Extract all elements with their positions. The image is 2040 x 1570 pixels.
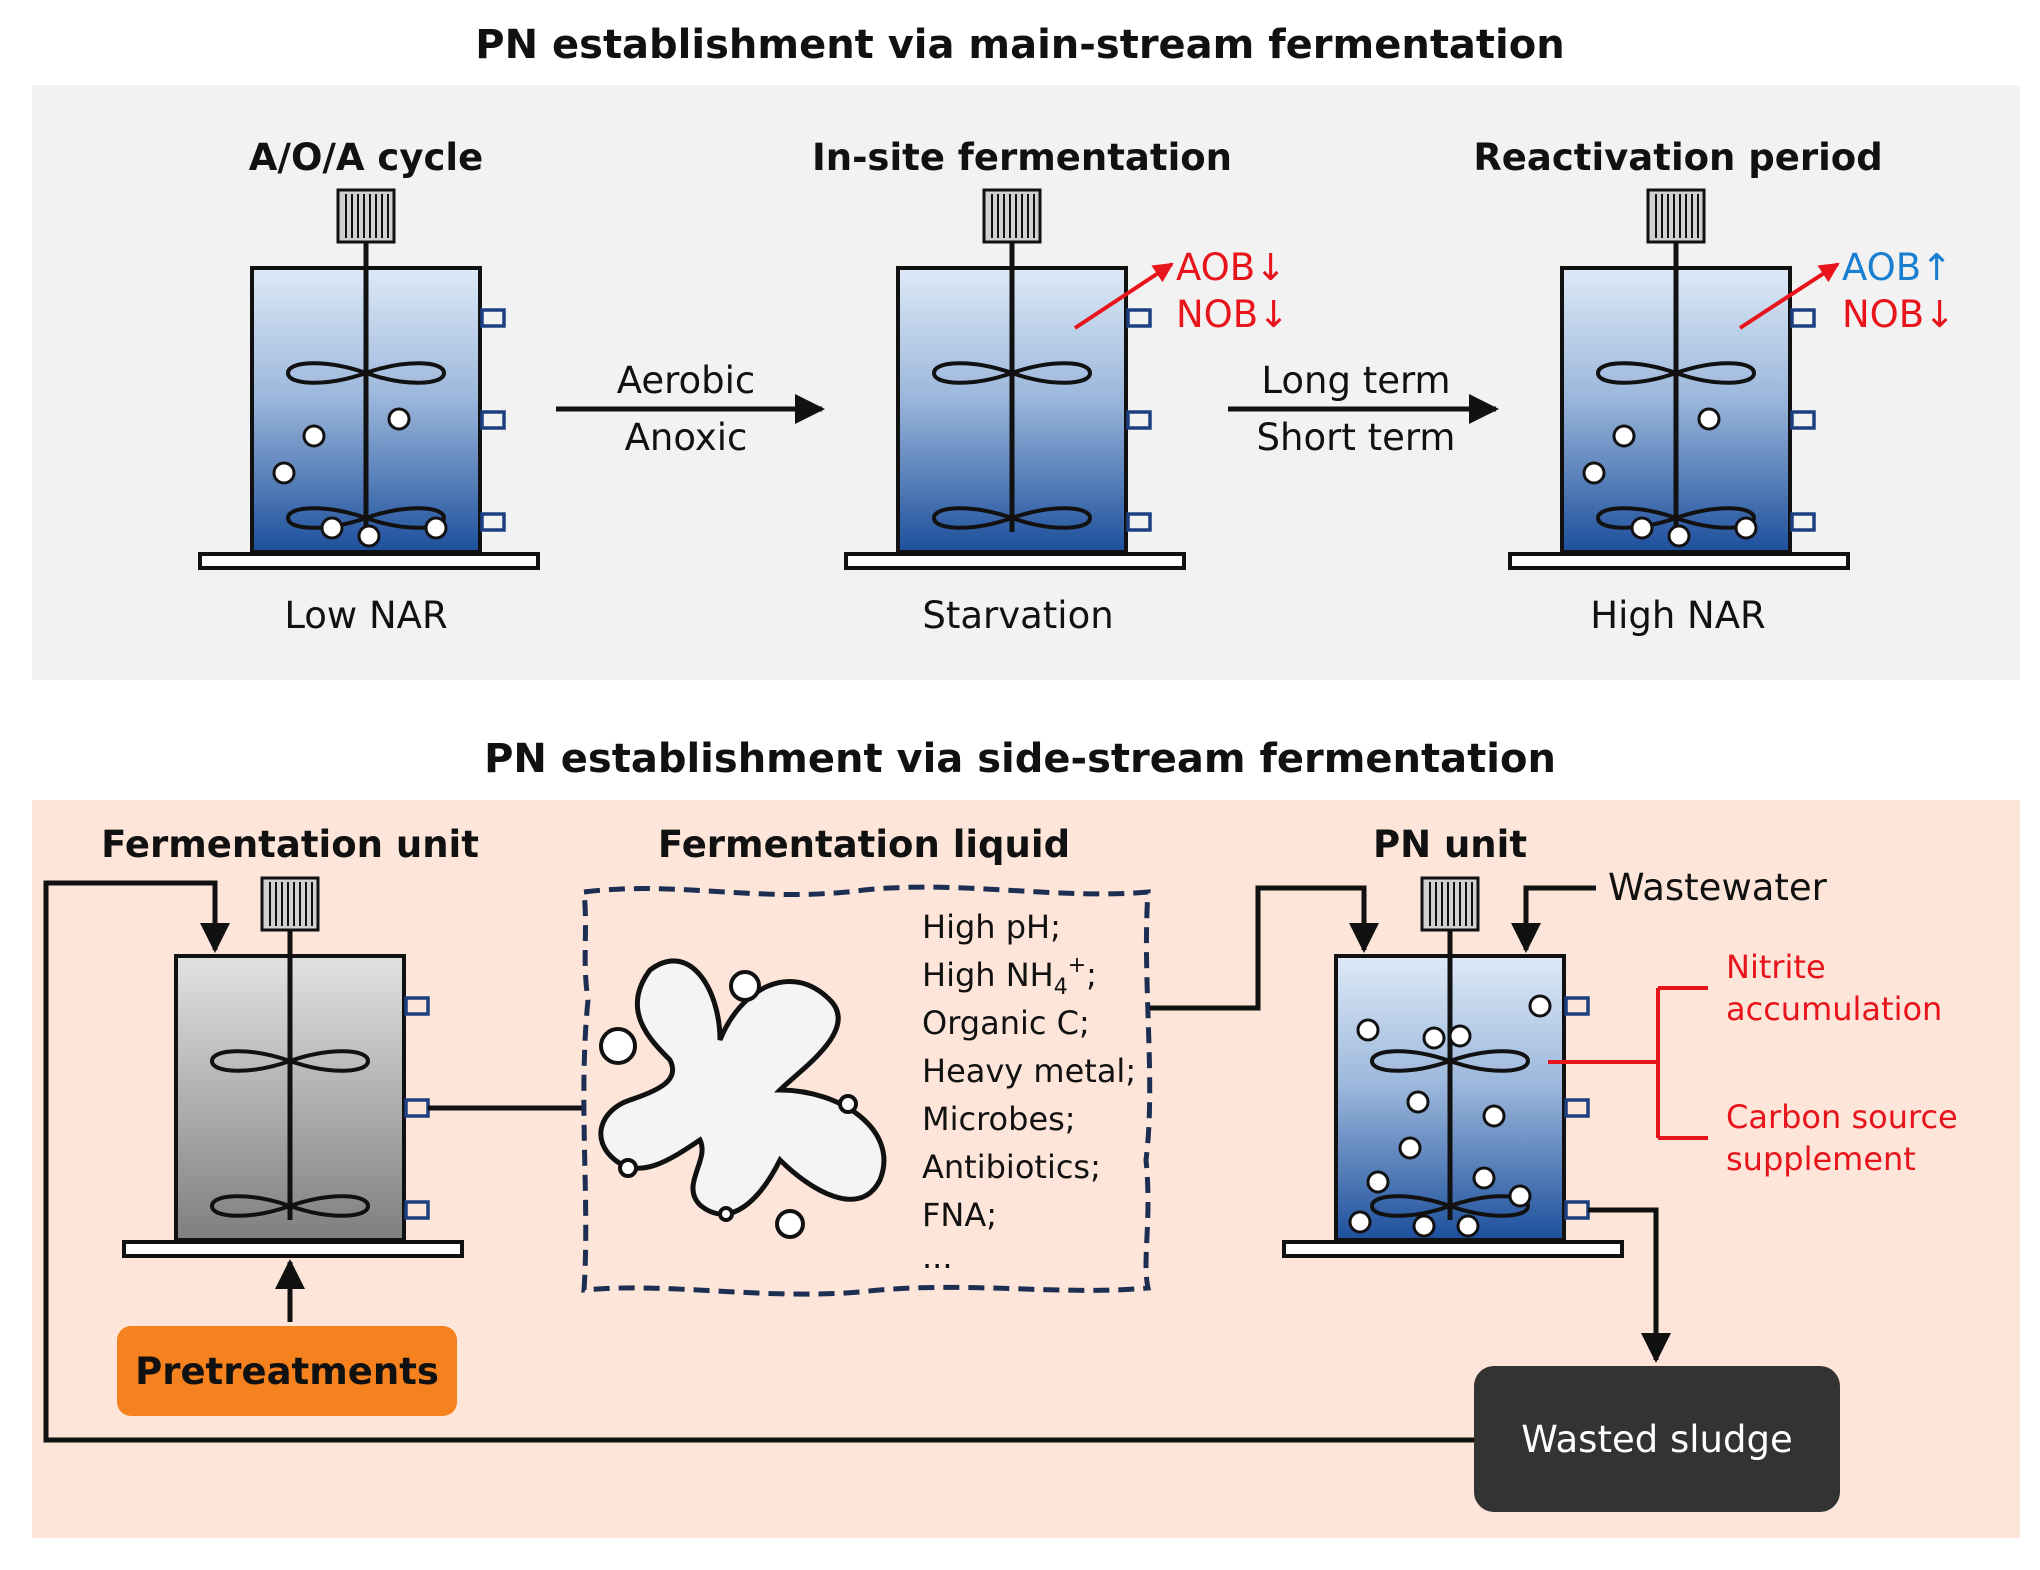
stage2-caption: Starvation	[922, 594, 1113, 637]
effect-nitrite-2: accumulation	[1726, 990, 1942, 1028]
stage2-aob: AOB↓	[1176, 246, 1286, 289]
arrow2-line2: Short term	[1257, 416, 1456, 459]
liquid-item-etc: ...	[922, 1238, 953, 1276]
reactor-pn	[1282, 876, 1624, 1258]
fermentation-liquid-label: Fermentation liquid	[658, 823, 1070, 866]
splash-shape-icon	[598, 958, 887, 1217]
stage2-indicator-arrow	[1073, 262, 1174, 330]
liquid-item-heavy-metal: Heavy metal;	[922, 1052, 1136, 1090]
effect-carbon-1: Carbon source	[1726, 1098, 1958, 1136]
pn-unit-label: PN unit	[1373, 823, 1527, 866]
wastewater-line	[1511, 885, 1596, 953]
wasted-sludge-box	[1474, 1366, 1840, 1512]
effects-bracket	[1548, 986, 1708, 1140]
pretreatments-box	[117, 1326, 457, 1416]
stage2-title: In-site fermentation	[812, 136, 1232, 179]
pretreatments-label: Pretreatments	[135, 1350, 439, 1393]
liquid-item-microbes: Microbes;	[922, 1100, 1076, 1138]
stage3-aob: AOB↑	[1842, 246, 1952, 289]
reactor-stage1	[198, 188, 540, 570]
side-title: PN establishment via side-stream ferment…	[484, 736, 1556, 782]
effect-nitrite-1: Nitrite	[1726, 948, 1826, 986]
stage2-nob: NOB↓	[1176, 293, 1289, 336]
wasted-sludge-label: Wasted sludge	[1521, 1418, 1792, 1461]
stage3-title: Reactivation period	[1473, 136, 1882, 179]
fermentation-unit-label: Fermentation unit	[101, 823, 479, 866]
pn-to-sludge-line	[1588, 1207, 1671, 1363]
liquid-item-fna: FNA;	[922, 1196, 997, 1234]
liquid-item-antibiotics: Antibiotics;	[922, 1148, 1101, 1186]
reactor-stage2	[844, 188, 1186, 570]
stage3-caption: High NAR	[1590, 594, 1766, 637]
reactor-fermentation	[122, 876, 464, 1258]
stage3-indicator-arrow	[1738, 262, 1840, 330]
reactor-stage3	[1508, 188, 1850, 570]
liquid-item-organic-c: Organic C;	[922, 1004, 1090, 1042]
liquid-item-ph: High pH;	[922, 908, 1061, 946]
main-title: PN establishment via main-stream ferment…	[475, 22, 1564, 68]
liquid-item-nh4: High NH4+;	[922, 953, 1097, 1000]
stage1-caption: Low NAR	[284, 594, 447, 637]
fermentation-liquid-border	[581, 884, 1153, 1297]
stage3-nob: NOB↓	[1842, 293, 1955, 336]
sludge-recycle-line	[43, 880, 1474, 1443]
wastewater-label: Wastewater	[1608, 866, 1828, 909]
effect-carbon-2: supplement	[1726, 1140, 1916, 1178]
stage1-title: A/O/A cycle	[249, 136, 483, 179]
arrow1-line2: Anoxic	[625, 416, 748, 459]
arrow1-line1: Aerobic	[617, 359, 756, 402]
liquid-to-pn-line	[1150, 885, 1379, 1011]
arrow2-line1: Long term	[1261, 359, 1450, 402]
